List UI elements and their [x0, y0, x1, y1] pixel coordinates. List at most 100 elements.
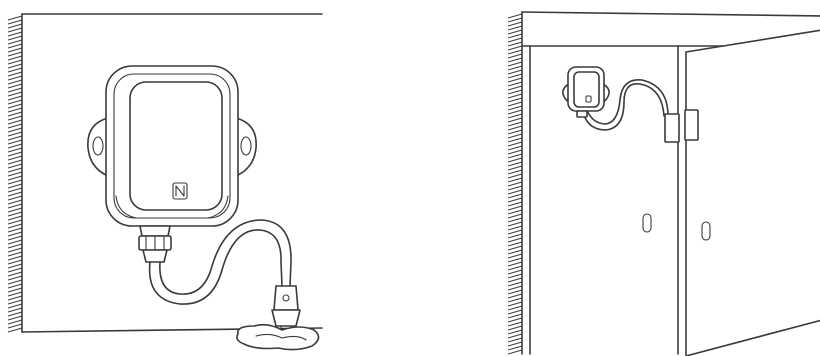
wall-hatch-line	[7, 99, 23, 105]
wall-hatch-line	[7, 39, 23, 45]
wall-hatch-line	[507, 37, 523, 43]
wall-hatch-line	[507, 13, 523, 19]
wall-hatch-line	[7, 287, 23, 293]
wall-hatch-line	[507, 141, 523, 147]
wall-hatch-line	[7, 255, 23, 261]
wall-hatch-line	[7, 119, 23, 125]
wall-hatch-line	[507, 281, 523, 287]
wall-hatch-line	[507, 337, 523, 343]
wall-hatch-line	[7, 311, 23, 317]
wall-hatch-line	[507, 269, 523, 275]
wall-hatch-line	[7, 191, 23, 197]
left-wall-icon	[7, 13, 323, 333]
wall-hatch-line	[507, 29, 523, 35]
wall-hatch-line	[507, 105, 523, 111]
wall-hatch-line	[7, 283, 23, 289]
wall-hatch-line	[507, 81, 523, 87]
wall-hatch-line	[7, 155, 23, 161]
wall-hatch-line	[507, 345, 523, 351]
wall-hatch-line	[7, 31, 23, 37]
wall-hatch-line	[7, 271, 23, 277]
right-figure-door-installation	[507, 11, 820, 356]
wall-hatch-line	[7, 327, 23, 333]
wall-hatch-line	[7, 239, 23, 245]
wall-hatch-line	[507, 209, 523, 215]
wall-hatch-line	[7, 87, 23, 93]
wall-hatch-line	[7, 167, 23, 173]
wall-hatch-line	[507, 53, 523, 59]
wall-hatch-line	[7, 75, 23, 81]
wall-hatch-line	[7, 71, 23, 77]
right-wall-icon	[507, 11, 820, 355]
wall-hatch-line	[507, 189, 523, 195]
wall-hatch-line	[507, 277, 523, 283]
wall-hatch-line	[7, 187, 23, 193]
door-contact-icon	[664, 109, 699, 143]
wall-hatch-line	[507, 109, 523, 115]
wall-hatch-line	[7, 307, 23, 313]
wall-hatch-line	[7, 131, 23, 137]
wall-hatch-line	[7, 151, 23, 157]
wall-hatch-line	[7, 215, 23, 221]
wall-hatch-line	[507, 85, 523, 91]
left-figure-leak-detection	[7, 13, 323, 351]
wall-hatch-line	[7, 323, 23, 329]
wall-hatch-line	[7, 27, 23, 33]
wall-hatch-line	[7, 315, 23, 321]
wall-hatch-line	[7, 175, 23, 181]
wall-hatch-line	[507, 261, 523, 267]
wall-hatch-line	[507, 41, 523, 47]
wall-hatch-line	[507, 129, 523, 135]
leak-probe-icon	[271, 285, 301, 333]
wall-hatch-line	[7, 35, 23, 41]
wall-hatch-line	[507, 309, 523, 315]
wall-hatch-line	[507, 225, 523, 231]
wall-hatch-line	[507, 233, 523, 239]
wall-hatch-line	[7, 135, 23, 141]
wall-hatch-line	[507, 25, 523, 31]
wall-hatch-line	[7, 235, 23, 241]
wall-hatch-line	[507, 113, 523, 119]
wall-hatch-line	[507, 61, 523, 67]
wall-hatch-line	[507, 221, 523, 227]
wall-hatch-line	[507, 329, 523, 335]
wall-hatch-line	[7, 59, 23, 65]
wall-hatch-line	[7, 115, 23, 121]
wall-hatch-line	[7, 195, 23, 201]
wall-hatch-line	[507, 305, 523, 311]
wall-hatch-line	[507, 133, 523, 139]
wall-hatch-line	[7, 123, 23, 129]
wall-hatch-line	[507, 57, 523, 63]
wall-hatch-line	[507, 253, 523, 259]
wall-hatch-line	[507, 229, 523, 235]
wall-hatch-line	[507, 169, 523, 175]
wall-hatch-line	[7, 179, 23, 185]
wall-hatch-line	[507, 149, 523, 155]
wall-hatch-line	[507, 117, 523, 123]
wall-hatch-line	[507, 157, 523, 163]
wall-hatch-line	[507, 45, 523, 51]
wall-hatch-line	[7, 203, 23, 209]
wall-hatch-line	[7, 207, 23, 213]
wall-hatch-line	[7, 91, 23, 97]
wall-hatch-line	[507, 69, 523, 75]
wall-hatch-line	[7, 63, 23, 69]
wall-hatch-line	[507, 65, 523, 71]
wall-hatch-line	[507, 101, 523, 107]
wall-hatch-line	[507, 137, 523, 143]
wall-hatch-line	[507, 125, 523, 131]
wall-hatch-line	[507, 21, 523, 27]
wall-hatch-line	[507, 213, 523, 219]
wall-hatch-line	[7, 243, 23, 249]
left-cable-icon	[148, 219, 292, 305]
wall-hatch-line	[7, 23, 23, 29]
water-puddle-icon	[236, 323, 320, 351]
wall-hatch-line	[7, 19, 23, 25]
wall-hatch-line	[507, 313, 523, 319]
wall-hatch-line	[507, 245, 523, 251]
wall-hatch-line	[507, 325, 523, 331]
wall-hatch-line	[7, 47, 23, 53]
wall-hatch-line	[507, 217, 523, 223]
wall-hatch-line	[7, 107, 23, 113]
wall-hatch-line	[507, 341, 523, 347]
